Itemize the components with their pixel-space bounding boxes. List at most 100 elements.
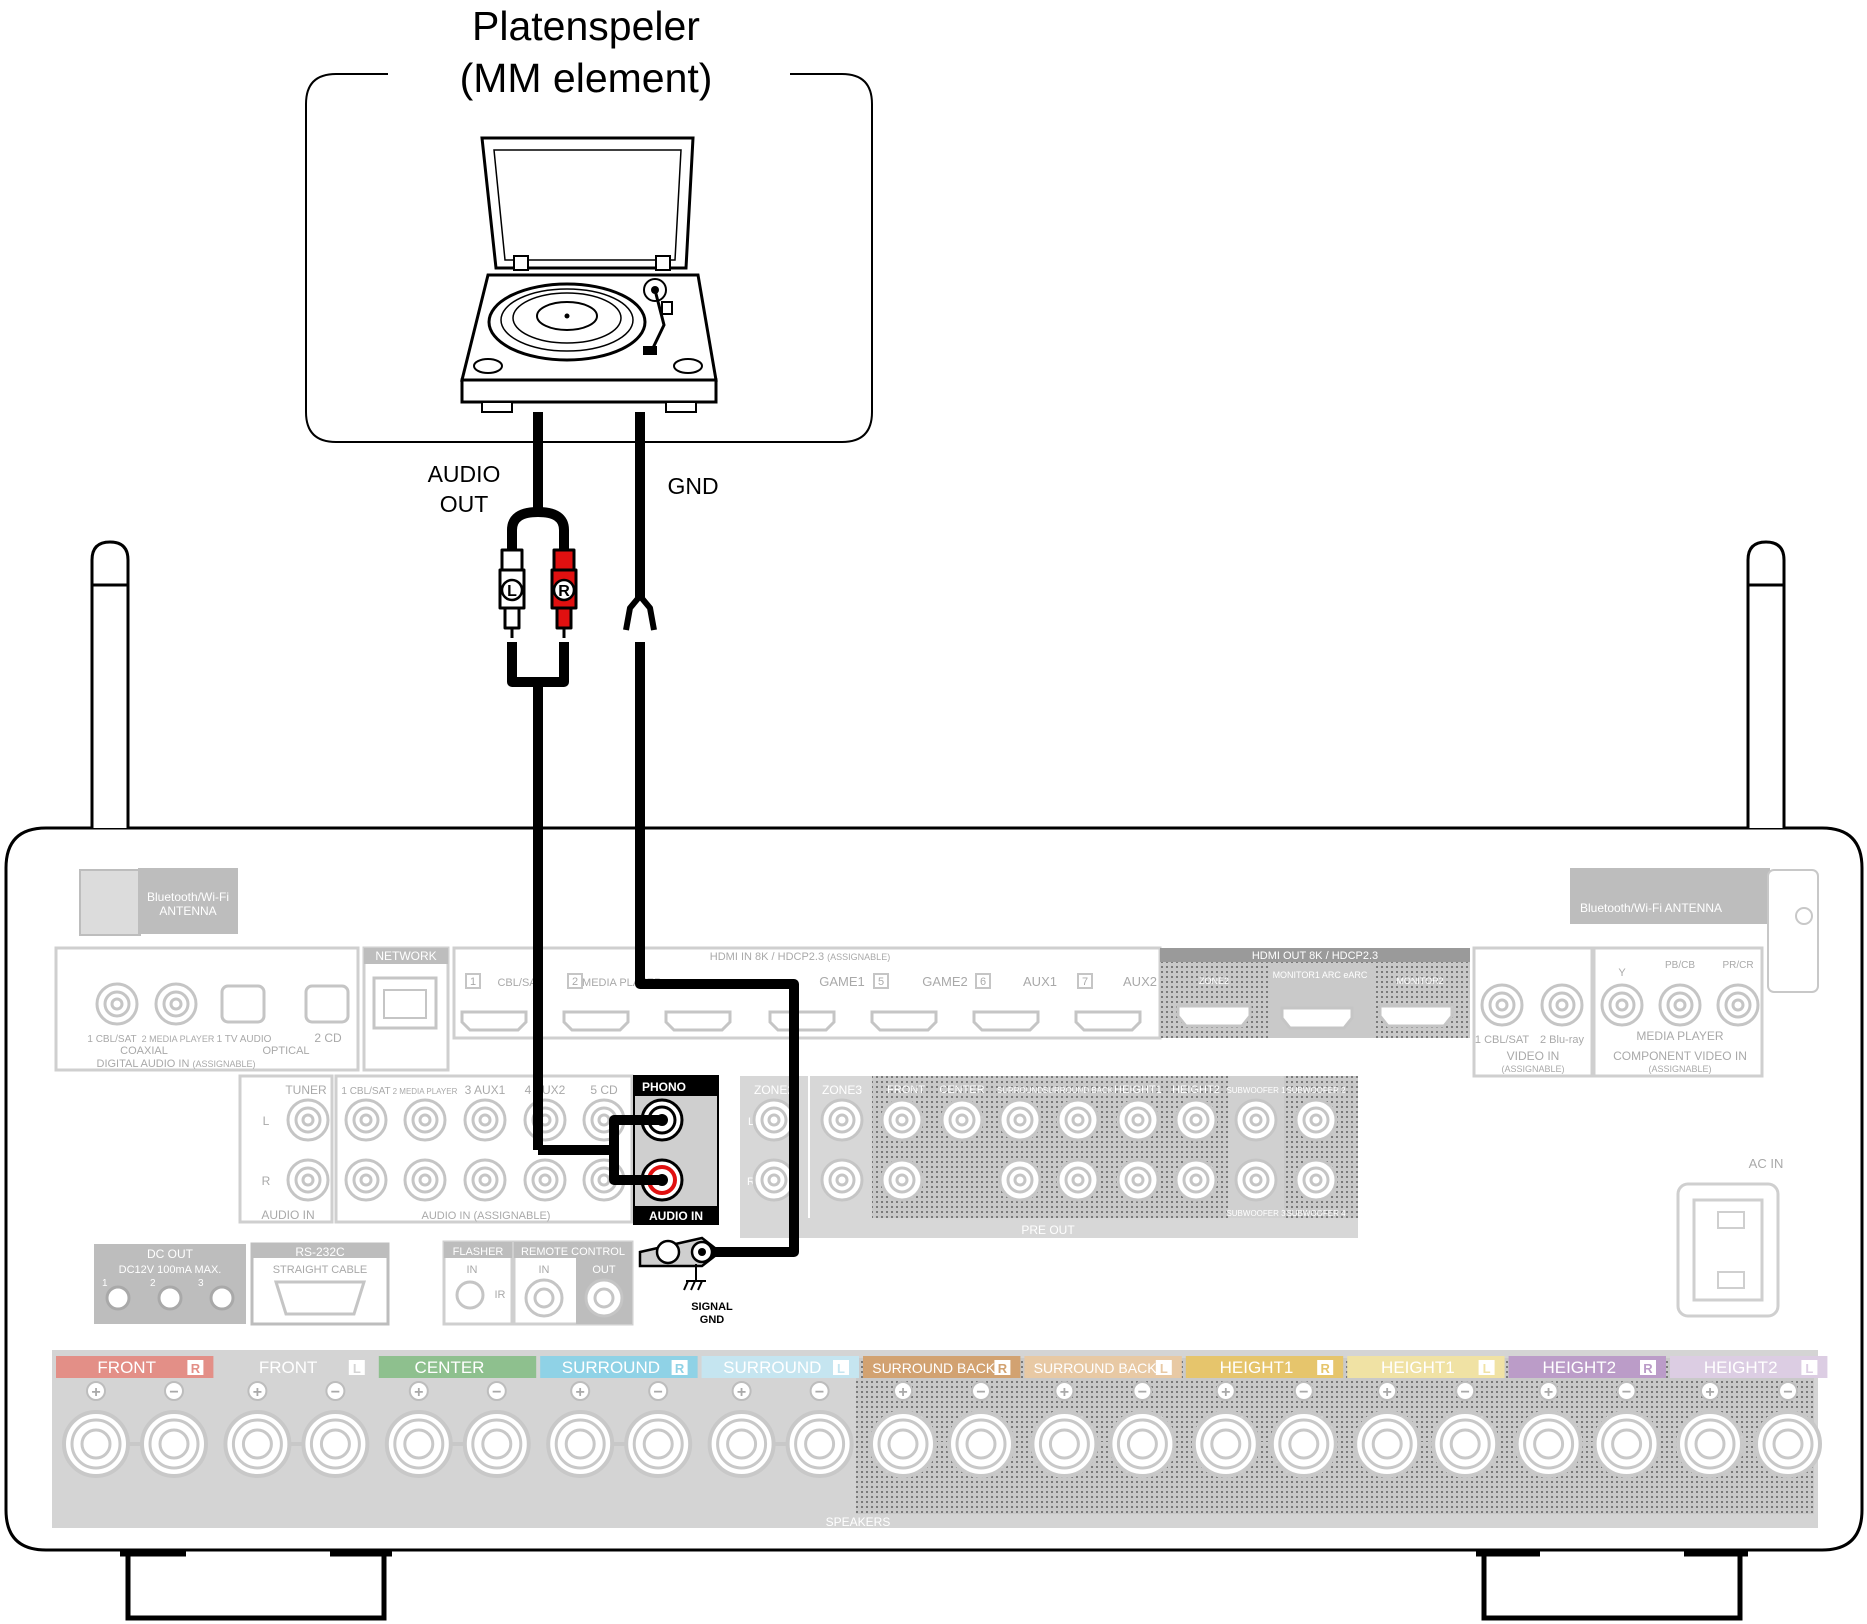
device-subtitle: (MM element) [460, 55, 713, 101]
pre-out-height2: HEIGHT2 [1172, 1084, 1220, 1096]
flasher-ir-label: IR [495, 1289, 506, 1301]
plus-sign-icon [1054, 1381, 1075, 1401]
plug-r-label: R [558, 583, 570, 600]
signal-gnd-terminal[interactable]: SIGNAL GND [638, 1236, 733, 1326]
speaker-group-label: SURROUND BACK [872, 1360, 996, 1376]
video-in-label: VIDEO IN [1507, 1049, 1560, 1063]
pre-out-sub1: SUBWOOFER 1 [1226, 1086, 1286, 1095]
hdmi-in-6-label: GAME2 [922, 974, 968, 989]
speaker-side-box [671, 1360, 688, 1375]
plus-sign-icon [1215, 1381, 1236, 1401]
pre-out-height1: HEIGHT1 [1114, 1084, 1162, 1096]
audio-in-jacks [286, 1098, 626, 1202]
antenna-left-label: Bluetooth/Wi-Fi [147, 890, 229, 904]
hdmi-out-monitor1: MONITOR1 ARC eARC [1273, 970, 1368, 980]
turntable-icon [460, 136, 718, 413]
polarity-label: + [737, 1384, 746, 1401]
speaker-group-label: SURROUND [562, 1358, 660, 1377]
speaker-terminal [158, 1428, 190, 1460]
speaker-terminal [403, 1428, 435, 1460]
minus-sign-icon [1293, 1381, 1314, 1401]
minus-sign-icon [325, 1381, 346, 1401]
remote-out-label: OUT [592, 1264, 616, 1276]
remote-in-label: IN [539, 1264, 550, 1276]
plus-sign-icon [1700, 1381, 1720, 1401]
speaker-side-label: R [998, 1361, 1008, 1376]
ac-in-label: AC IN [1749, 1156, 1784, 1171]
antenna-right-rod [1746, 540, 1786, 828]
opt-2-label: 2 CD [314, 1031, 342, 1045]
speaker-terminal [804, 1428, 836, 1460]
speaker-terminal [481, 1428, 513, 1460]
speaker-side-box [187, 1360, 204, 1375]
polarity-label: − [1299, 1384, 1308, 1401]
zone2-label: ZONE2 [754, 1083, 794, 1097]
component-video-in-label: COMPONENT VIDEO IN [1613, 1049, 1747, 1063]
pre-out-box [872, 1076, 1358, 1218]
speaker-side-label: R [675, 1361, 685, 1376]
speaker-side-label: R [191, 1361, 201, 1376]
speaker-side-label: L [1483, 1361, 1491, 1376]
speaker-terminal [241, 1428, 273, 1460]
audio-in-port-5: 5 CD [590, 1083, 618, 1097]
device-frame [305, 73, 873, 443]
rs232c-label: RS-232C [295, 1245, 345, 1259]
phono-label: PHONO [642, 1080, 686, 1094]
polarity-label: + [1544, 1384, 1553, 1401]
antenna-right [1570, 868, 1770, 924]
antenna-left-rod [90, 540, 130, 828]
speaker-side-label: R [1321, 1361, 1331, 1376]
hdmi-in-1-label: CBL/SAT [497, 977, 542, 989]
plus-sign-icon [1377, 1381, 1398, 1401]
speaker-group-header [540, 1356, 698, 1378]
polarity-label: − [815, 1384, 824, 1401]
dc-spec-label: DC12V 100mA MAX. [119, 1264, 222, 1276]
speaker-group-header [56, 1356, 214, 1378]
coaxial-label: COAXIAL [120, 1045, 168, 1057]
polarity-label: + [1383, 1384, 1392, 1401]
speaker-side-label: L [353, 1361, 361, 1376]
speaker-group-label: CENTER [415, 1358, 485, 1377]
speaker-terminal [1772, 1428, 1804, 1460]
gnd-cable [623, 412, 799, 1257]
audio-in-r: R [262, 1174, 271, 1188]
speaker-terminal [319, 1428, 351, 1460]
opt-1-label: 1 TV AUDIO [217, 1034, 272, 1045]
phono-input[interactable]: PHONO AUDIO IN [633, 1075, 719, 1225]
pre-out-label: PRE OUT [1021, 1223, 1075, 1237]
plus-sign-icon [1538, 1381, 1559, 1401]
pre-out-surround-back: SURROUND BACK [1043, 1086, 1114, 1095]
hdmi-in-5-num: 5 [878, 976, 884, 988]
speaker-side-box [833, 1360, 849, 1375]
speaker-group-header [217, 1356, 375, 1378]
phono-audio-in-label: AUDIO IN [649, 1209, 703, 1223]
speaker-terminal [1210, 1428, 1242, 1460]
audio-in-port-3: 3 AUX1 [465, 1083, 506, 1097]
speaker-side-label: L [1160, 1361, 1168, 1376]
polarity-label: − [1622, 1384, 1631, 1401]
component-pr: PR/CR [1722, 960, 1753, 971]
speaker-terminal [1533, 1428, 1565, 1460]
speaker-side-box [1640, 1360, 1656, 1375]
speaker-terminal [726, 1428, 758, 1460]
speaker-group-label: SURROUND BACK [1034, 1360, 1158, 1376]
video-in-port-2: 2 Blu-ray [1540, 1034, 1585, 1046]
receiver-outline [4, 540, 1864, 1621]
hdmi-in-6-num: 6 [980, 976, 986, 988]
minus-sign-icon [1616, 1381, 1637, 1401]
signal-gnd-label-2: GND [700, 1314, 725, 1326]
audio-out-label: AUDIO [428, 461, 501, 487]
speaker-terminal [887, 1428, 919, 1460]
turntable-group: Platenspeler (MM element) [305, 3, 873, 443]
speaker-group-label: FRONT [97, 1358, 156, 1377]
hdmi-in-5-label: GAME1 [819, 974, 865, 989]
speaker-terminal [965, 1428, 997, 1460]
hdmi-in-1-num: 1 [470, 976, 476, 988]
remote-control-label: REMOTE CONTROL [521, 1246, 625, 1258]
receiver-rear-panel: Bluetooth/Wi-Fi ANTENNA Bluetooth/Wi-Fi … [52, 868, 1828, 1529]
tuner-label: TUNER [285, 1083, 327, 1097]
speaker-group-header [1347, 1356, 1505, 1378]
audio-cable [498, 412, 662, 1185]
coax-1-label: 1 CBL/SAT [87, 1034, 136, 1045]
polarity-label: + [898, 1384, 907, 1401]
